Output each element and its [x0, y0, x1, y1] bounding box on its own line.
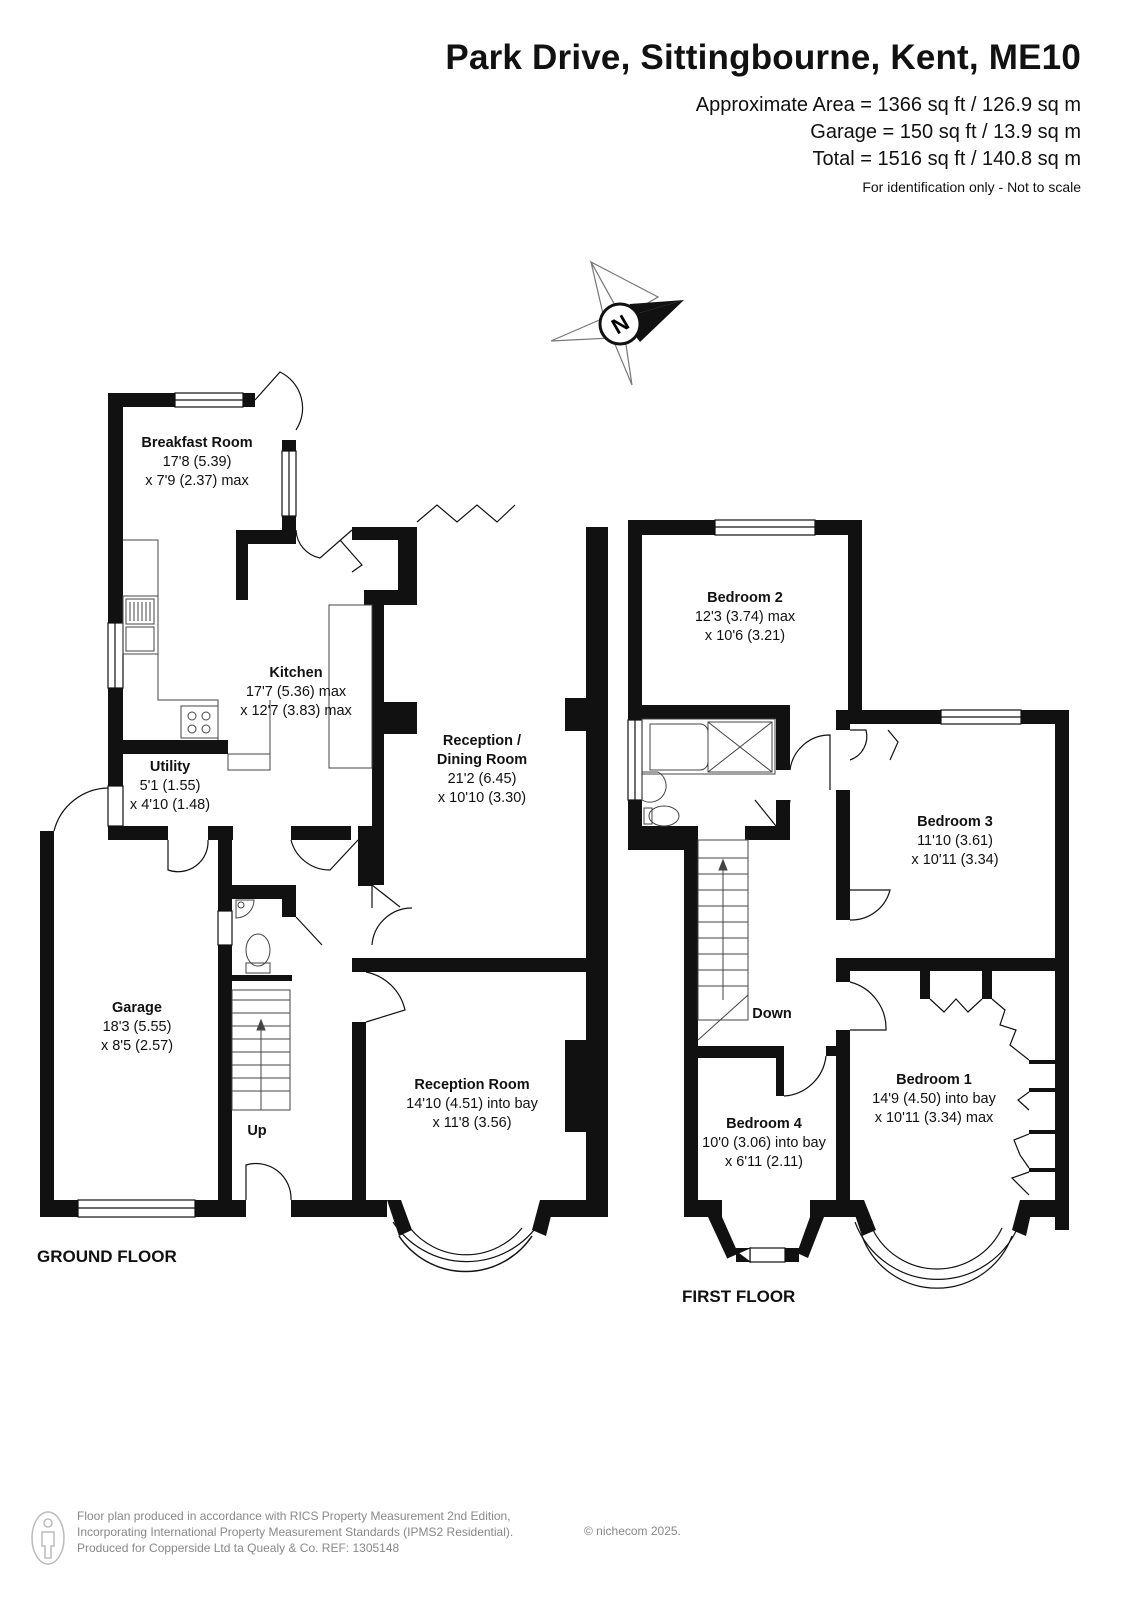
stairs-down-label: Down	[752, 1006, 791, 1022]
svg-text:Garage: Garage	[112, 1000, 162, 1016]
first-floor-stairs	[697, 839, 749, 1041]
svg-text:Utility: Utility	[150, 759, 190, 775]
room-dims: 18'3 (5.55)	[103, 1019, 172, 1035]
room-dims: 17'8 (5.39)	[163, 454, 232, 470]
room-name: Bedroom 3	[917, 814, 993, 830]
room-dims: x 10'6 (3.21)	[705, 628, 785, 644]
room-bedroom-2: Bedroom 2 12'3 (3.74) max x 10'6 (3.21)	[695, 590, 796, 644]
first-floor-windows	[627, 519, 1022, 1289]
room-dims: x 10'10 (3.30)	[438, 790, 526, 806]
svg-text:Bedroom 1: Bedroom 1	[896, 1072, 972, 1088]
kitchen-fixtures	[122, 539, 373, 771]
first-floor-doors	[754, 729, 1030, 1196]
room-garage: Garage 18'3 (5.55) x 8'5 (2.57)	[101, 1000, 173, 1054]
room-dims: 21'2 (6.45)	[448, 771, 517, 787]
first-floor-label: FIRST FLOOR	[682, 1287, 795, 1306]
ground-floor-doors	[53, 371, 516, 1201]
room-dims: x 10'11 (3.34)	[911, 852, 998, 868]
compass-icon: N	[550, 260, 684, 386]
room-utility: Utility 5'1 (1.55) x 4'10 (1.48)	[130, 759, 210, 813]
footer-line: Incorporating International Property Mea…	[77, 1525, 514, 1539]
footer-line: Floor plan produced in accordance with R…	[77, 1509, 511, 1523]
room-name: Reception /	[443, 733, 521, 749]
room-dims: x 7'9 (2.37) max	[145, 473, 249, 489]
room-dims: 5'1 (1.55)	[140, 778, 201, 794]
room-dims: 17'7 (5.36) max	[246, 684, 347, 700]
footer-notes: Floor plan produced in accordance with R…	[77, 1508, 513, 1556]
room-name: Breakfast Room	[141, 435, 252, 451]
svg-text:Reception Room: Reception Room	[414, 1077, 529, 1093]
room-dims: 14'10 (4.51) into bay	[406, 1096, 538, 1112]
footer-line: Produced for Copperside Ltd ta Quealy & …	[77, 1541, 400, 1555]
room-breakfast-room: Breakfast Room 17'8 (5.39) x 7'9 (2.37) …	[141, 435, 252, 489]
total-area: Total = 1516 sq ft / 140.8 sq m	[812, 148, 1082, 170]
room-name: Dining Room	[437, 752, 527, 768]
stairs-up-label: Up	[247, 1123, 266, 1139]
room-dims: 11'10 (3.61)	[917, 833, 993, 849]
bathroom-fixtures	[641, 718, 776, 827]
room-reception-room: Reception Room 14'10 (4.51) into bay x 1…	[406, 1077, 538, 1131]
room-name: Kitchen	[269, 665, 322, 681]
room-dims: x 11'8 (3.56)	[432, 1115, 511, 1131]
wc-fixtures	[235, 899, 271, 974]
ground-floor-label: GROUND FLOOR	[37, 1247, 177, 1266]
svg-text:Kitchen: Kitchen	[269, 665, 322, 681]
room-name: Reception Room	[414, 1077, 529, 1093]
room-dims: 10'0 (3.06) into bay	[702, 1135, 826, 1151]
ground-stairs	[231, 989, 291, 1111]
room-bedroom-4: Bedroom 4 10'0 (3.06) into bay x 6'11 (2…	[702, 1116, 826, 1170]
garage-area: Garage = 150 sq ft / 13.9 sq m	[810, 121, 1081, 143]
sink-icon	[129, 602, 151, 621]
ground-floor-windows	[77, 392, 541, 1273]
room-name: Bedroom 1	[896, 1072, 972, 1088]
room-name: Bedroom 2	[707, 590, 783, 606]
room-name: Utility	[150, 759, 190, 775]
svg-text:Dining Room: Dining Room	[437, 752, 527, 768]
svg-text:Bedroom 4: Bedroom 4	[726, 1116, 802, 1132]
room-reception-dining: Reception / Dining Room 21'2 (6.45) x 10…	[437, 733, 527, 806]
person-logo-icon	[31, 1511, 65, 1565]
room-bedroom-3: Bedroom 3 11'10 (3.61) x 10'11 (3.34)	[911, 814, 998, 868]
ground-floor-walls	[40, 393, 608, 1236]
svg-text:Reception /: Reception /	[443, 733, 521, 749]
room-dims: x 4'10 (1.48)	[130, 797, 210, 813]
approx-area: Approximate Area = 1366 sq ft / 126.9 sq…	[695, 94, 1081, 116]
room-kitchen: Kitchen 17'7 (5.36) max x 12'7 (3.83) ma…	[240, 665, 352, 719]
first-floor-walls	[628, 520, 1069, 1262]
room-dims: x 10'11 (3.34) max	[875, 1110, 994, 1126]
svg-text:Bedroom 3: Bedroom 3	[917, 814, 993, 830]
room-dims: 12'3 (3.74) max	[695, 609, 796, 625]
room-dims: x 6'11 (2.11)	[725, 1154, 803, 1170]
disclaimer: For identification only - Not to scale	[862, 179, 1081, 195]
room-name: Bedroom 4	[726, 1116, 802, 1132]
svg-text:Bedroom 2: Bedroom 2	[707, 590, 783, 606]
copyright: © nichecom 2025.	[584, 1524, 681, 1538]
page-title: Park Drive, Sittingbourne, Kent, ME10	[445, 38, 1081, 77]
room-dims: x 12'7 (3.83) max	[240, 703, 352, 719]
room-bedroom-1: Bedroom 1 14'9 (4.50) into bay x 10'11 (…	[872, 1072, 996, 1126]
room-name: Garage	[112, 1000, 162, 1016]
room-dims: 14'9 (4.50) into bay	[872, 1091, 996, 1107]
svg-text:Breakfast Room: Breakfast Room	[141, 435, 252, 451]
room-dims: x 8'5 (2.57)	[101, 1038, 173, 1054]
